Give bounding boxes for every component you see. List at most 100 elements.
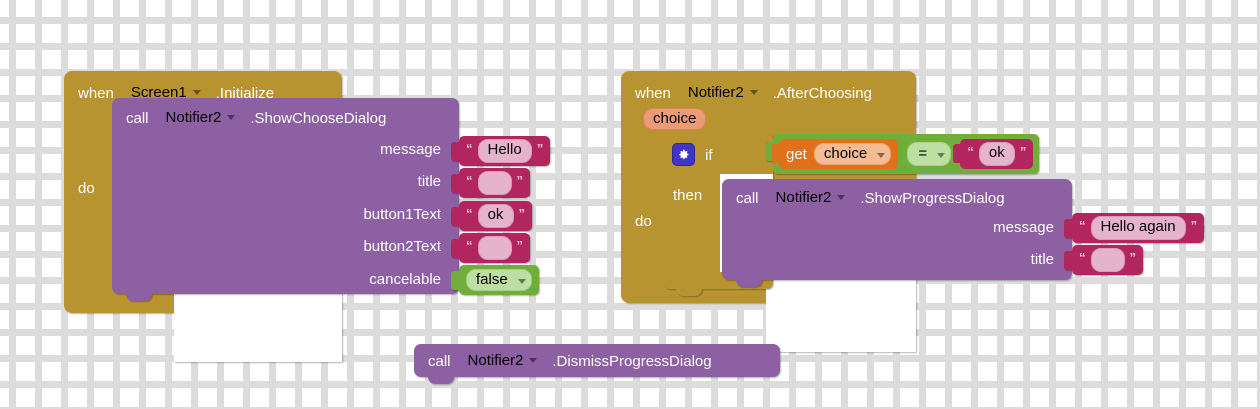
arg-label-title: title bbox=[417, 173, 441, 190]
text-block-ok-compare[interactable]: “ ok ” bbox=[953, 139, 1034, 169]
statement-connector-top bbox=[736, 179, 762, 186]
do-socket-label: do bbox=[635, 213, 652, 230]
text-value-field[interactable] bbox=[477, 236, 512, 260]
close-quote-icon: ” bbox=[1019, 143, 1027, 159]
open-quote-icon: “ bbox=[466, 172, 473, 188]
text-block-progress-title-empty[interactable]: “ ” bbox=[1064, 245, 1143, 275]
text-block-body[interactable]: “ ” bbox=[1072, 245, 1143, 275]
value-plug bbox=[451, 271, 461, 290]
arg-label-button2text: button2Text bbox=[363, 238, 441, 255]
arg-label-message: message bbox=[993, 219, 1054, 236]
logic-dropdown-label: false bbox=[476, 271, 508, 288]
arg-label-button1text: button1Text bbox=[363, 206, 441, 223]
text-block-body[interactable]: “ ok ” bbox=[459, 201, 532, 231]
variable-dropdown-choice[interactable]: choice bbox=[813, 143, 892, 165]
method-call-header: call Notifier2 .ShowProgressDialog bbox=[722, 179, 1017, 208]
text-block-body[interactable]: “ ” bbox=[459, 168, 530, 198]
text-block-body[interactable]: “ ” bbox=[459, 233, 530, 263]
text-value-field[interactable]: Hello again bbox=[1090, 216, 1186, 240]
do-socket-label: do bbox=[78, 180, 95, 197]
open-quote-icon: “ bbox=[466, 205, 473, 221]
value-plug bbox=[1064, 251, 1074, 270]
get-keyword: get bbox=[786, 145, 807, 163]
component-dropdown-screen1[interactable]: Screen1 bbox=[123, 83, 207, 103]
method-call-body[interactable] bbox=[722, 179, 1072, 280]
event-header-row: when Notifier2 .AfterChoosing bbox=[621, 71, 884, 103]
text-block-hello-again[interactable]: “ Hello again ” bbox=[1064, 213, 1205, 243]
text-value-field[interactable] bbox=[1090, 248, 1125, 272]
logic-block-false[interactable]: false bbox=[451, 265, 539, 295]
component-dropdown-notifier2[interactable]: Notifier2 bbox=[460, 351, 544, 371]
text-block-body[interactable]: “ Hello ” bbox=[459, 136, 551, 166]
close-quote-icon: ” bbox=[516, 172, 524, 188]
component-dropdown-label: Screen1 bbox=[130, 84, 187, 101]
when-keyword: when bbox=[78, 84, 114, 102]
statement-connector-top bbox=[676, 133, 702, 140]
open-quote-icon: “ bbox=[466, 140, 473, 156]
operator-dropdown-equals[interactable]: = bbox=[907, 142, 952, 166]
close-quote-icon: ” bbox=[536, 140, 544, 156]
variable-dropdown-label: choice bbox=[823, 145, 868, 162]
close-quote-icon: ” bbox=[1129, 249, 1137, 265]
method-call-dismissprogressdialog[interactable]: call Notifier2 .DismissProgressDialog bbox=[414, 344, 780, 384]
event-header-row: when Screen1 .Initialize bbox=[64, 71, 286, 103]
statement-connector-top bbox=[126, 98, 152, 105]
component-dropdown-notifier2[interactable]: Notifier2 bbox=[680, 83, 764, 103]
component-dropdown-notifier2[interactable]: Notifier2 bbox=[768, 188, 852, 208]
component-dropdown-label: Notifier2 bbox=[165, 109, 222, 126]
mutator-gear-icon[interactable] bbox=[672, 143, 695, 166]
text-value-field[interactable]: ok bbox=[978, 142, 1015, 166]
value-plug bbox=[451, 207, 461, 226]
operator-dropdown-label: = bbox=[918, 145, 928, 162]
method-call-showprogressdialog[interactable]: call Notifier2 .ShowProgressDialog messa… bbox=[722, 179, 1072, 287]
component-dropdown-label: Notifier2 bbox=[775, 189, 832, 206]
value-plug bbox=[451, 174, 461, 193]
text-block-button2text-empty[interactable]: “ ” bbox=[451, 233, 530, 263]
compare-equals-block[interactable]: get choice = “ ok ” bbox=[765, 134, 1040, 174]
event-name-label: .Initialize bbox=[215, 84, 275, 102]
open-quote-icon: “ bbox=[466, 237, 473, 253]
variable-get-choice[interactable]: get choice bbox=[772, 139, 899, 169]
method-call-header: call Notifier2 .DismissProgressDialog bbox=[414, 344, 724, 371]
text-value-field[interactable] bbox=[477, 171, 512, 195]
method-name-label: .ShowProgressDialog bbox=[860, 189, 1005, 207]
chevron-down-icon bbox=[192, 90, 201, 95]
method-name-label: .ShowChooseDialog bbox=[250, 109, 387, 127]
value-plug bbox=[765, 142, 775, 161]
method-name-label: .DismissProgressDialog bbox=[552, 352, 712, 370]
statement-connector-bottom bbox=[736, 280, 762, 287]
open-quote-icon: “ bbox=[967, 143, 974, 159]
logic-dropdown-false[interactable]: false bbox=[466, 269, 532, 291]
variable-get-body[interactable]: get choice bbox=[779, 139, 899, 169]
component-dropdown-notifier2[interactable]: Notifier2 bbox=[158, 108, 242, 128]
compare-block-body[interactable]: get choice = “ ok ” bbox=[772, 134, 1040, 174]
text-block-ok[interactable]: “ ok ” bbox=[451, 201, 532, 231]
text-value-field[interactable]: ok bbox=[477, 204, 514, 228]
open-quote-icon: “ bbox=[1079, 217, 1086, 233]
method-call-body[interactable] bbox=[112, 98, 459, 294]
value-plug bbox=[1064, 219, 1074, 238]
statement-connector-bottom bbox=[126, 294, 152, 301]
chevron-down-icon bbox=[227, 115, 236, 120]
component-dropdown-label: Notifier2 bbox=[467, 352, 524, 369]
text-block-body[interactable]: “ Hello again ” bbox=[1072, 213, 1205, 243]
arg-label-message: message bbox=[380, 141, 441, 158]
text-block-hello[interactable]: “ Hello ” bbox=[451, 136, 551, 166]
event-parameter-choice[interactable]: choice bbox=[643, 108, 707, 130]
close-quote-icon: ” bbox=[518, 205, 526, 221]
method-call-showchoosedialog[interactable]: call Notifier2 .ShowChooseDialog message… bbox=[112, 98, 459, 301]
statement-connector-bottom bbox=[428, 377, 454, 384]
method-call-body[interactable] bbox=[414, 344, 780, 377]
chevron-down-icon bbox=[517, 279, 526, 284]
text-block-body[interactable]: “ ok ” bbox=[960, 139, 1034, 169]
value-plug bbox=[772, 144, 782, 163]
call-keyword: call bbox=[126, 109, 149, 127]
chevron-down-icon bbox=[937, 153, 946, 158]
chevron-down-icon bbox=[749, 90, 758, 95]
value-plug bbox=[451, 239, 461, 258]
statement-connector-bottom bbox=[676, 289, 702, 296]
text-value-field[interactable]: Hello bbox=[477, 139, 532, 163]
logic-block-body[interactable]: false bbox=[459, 265, 539, 295]
text-block-title-empty[interactable]: “ ” bbox=[451, 168, 530, 198]
